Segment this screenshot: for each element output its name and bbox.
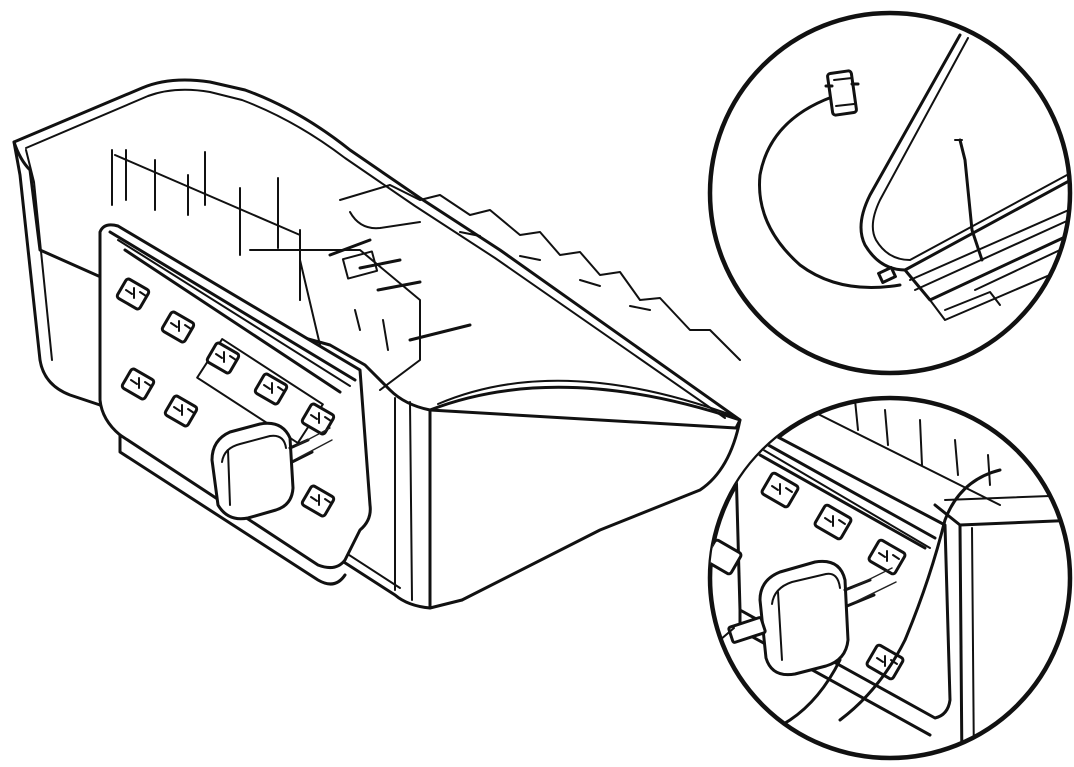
outlet-b [813,503,853,541]
outlet-1 [115,277,151,311]
outlet-6 [120,367,156,401]
outlet-a [760,471,800,509]
outlet-3 [205,341,241,375]
cable [758,95,902,289]
tray-left-wall [12,140,102,407]
charger-plug [210,421,333,521]
cable-routing-detail [707,10,1073,376]
cable-connector [824,69,860,117]
outlet-4 [253,372,289,406]
charger-plug-in-detail [707,395,1073,761]
outlet-5 [300,402,336,436]
power-strip [98,223,372,586]
outlet-c [867,538,907,576]
outlet-8 [300,484,336,518]
outlet-e [865,643,905,681]
outlet-7 [163,394,199,428]
outlet-2 [160,310,196,344]
